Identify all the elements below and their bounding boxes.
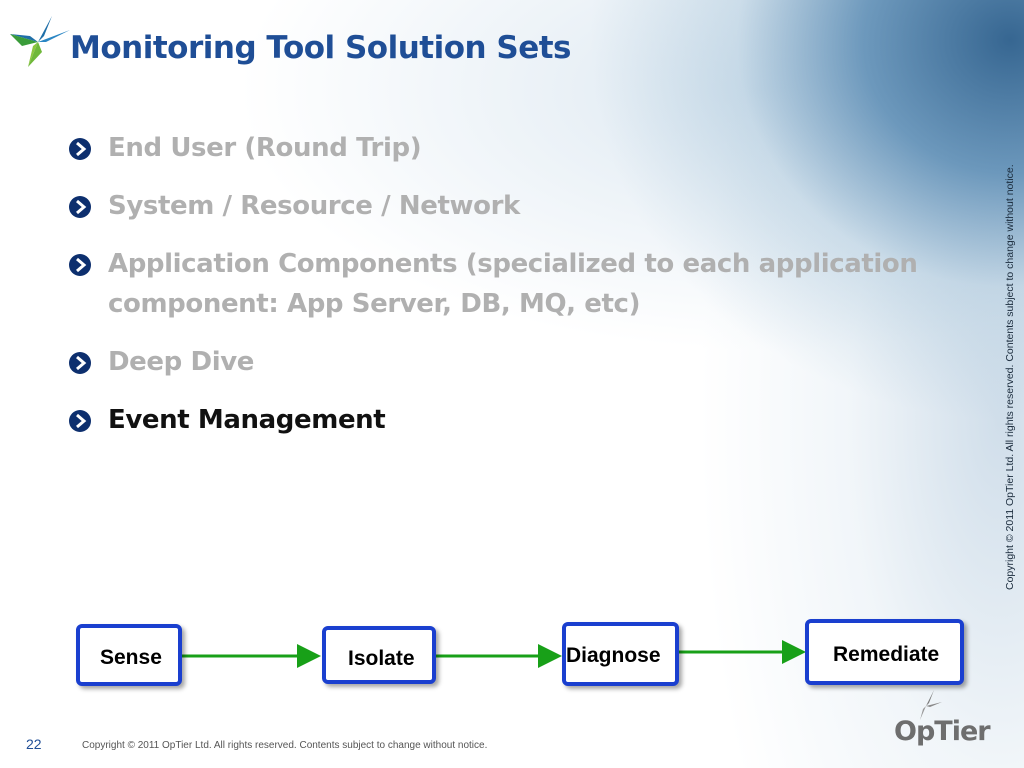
slide-title: Monitoring Tool Solution Sets (70, 30, 572, 66)
step-label: Sense (100, 646, 162, 669)
bullet-text: System / Resource / Network (108, 191, 520, 221)
chevron-right-circle-icon (69, 410, 91, 432)
step-label: Isolate (348, 647, 415, 670)
step-sense: Sense (76, 624, 182, 686)
step-label: Remediate (833, 643, 940, 666)
bullet-list: End User (Round Trip) System / Resource … (68, 128, 948, 458)
bullet-system-resource-network: System / Resource / Network (68, 186, 948, 226)
step-remediate: Remediate (805, 619, 964, 685)
chevron-right-circle-icon (69, 138, 91, 160)
optier-star-logo-icon (10, 16, 70, 67)
bullet-event-management: Event Management (68, 400, 948, 440)
bullet-application-components: Application Components (specialized to e… (68, 244, 948, 324)
chevron-right-circle-icon (69, 196, 91, 218)
bullet-text: Deep Dive (108, 347, 254, 377)
bullet-text: Event Management (108, 405, 386, 435)
side-copyright: Copyright © 2011 OpTier Ltd. All rights … (1004, 164, 1016, 590)
step-isolate: Isolate (322, 626, 436, 684)
bullet-end-user: End User (Round Trip) (68, 128, 948, 168)
step-diagnose: Diagnose (562, 622, 679, 686)
step-label: Diagnose (566, 644, 661, 667)
optier-star-icon (908, 690, 942, 720)
footer-copyright: Copyright © 2011 OpTier Ltd. All rights … (82, 740, 488, 751)
chevron-right-circle-icon (69, 352, 91, 374)
page-number: 22 (26, 736, 42, 752)
bullet-text: Application Components (specialized to e… (108, 249, 918, 319)
chevron-right-circle-icon (69, 254, 91, 276)
optier-wordmark: OpTier (894, 716, 991, 747)
bullet-deep-dive: Deep Dive (68, 342, 948, 382)
optier-brand-logo: OpTier (894, 690, 991, 750)
bullet-text: End User (Round Trip) (108, 133, 422, 163)
